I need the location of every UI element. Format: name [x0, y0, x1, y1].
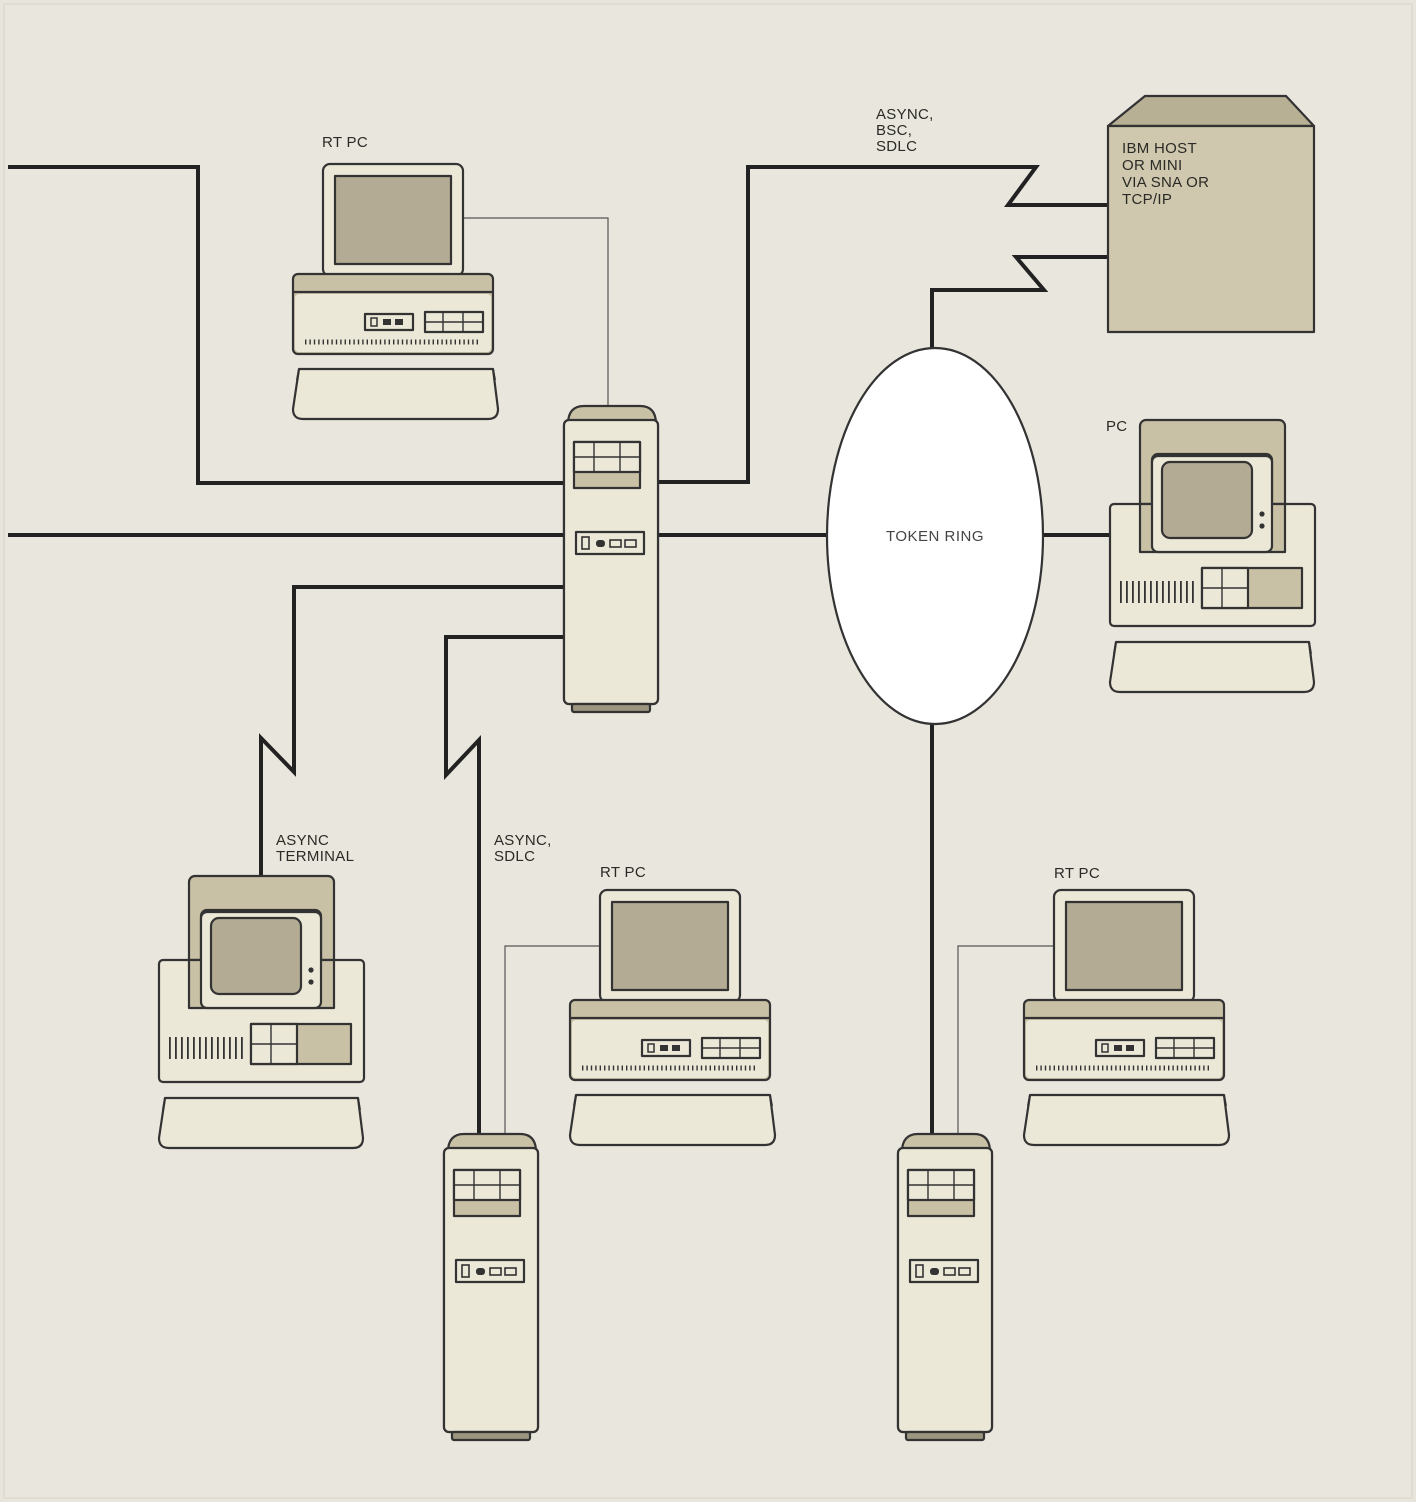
workstation-links [462, 217, 1056, 1136]
async-sdlc-link [444, 635, 564, 1136]
token-ring-label: TOKEN RING [886, 528, 984, 545]
async-sdlc-label: ASYNC, SDLC [494, 832, 556, 865]
async-terminal-label: ASYNC TERMINAL [276, 832, 354, 865]
async-terminal-link [259, 585, 564, 878]
rt-pc-bottom-right-label: RT PC [1054, 865, 1100, 882]
rt-pc-bottom-center-label: RT PC [600, 864, 646, 881]
central-server-tower-icon [562, 404, 660, 714]
bottom-center-tower-icon [442, 1132, 540, 1442]
rt-pc-top-label: RT PC [322, 134, 368, 151]
network-links [8, 165, 1116, 1136]
top-left-link [8, 165, 564, 485]
bottom-right-tower-icon [896, 1132, 994, 1442]
host-label: IBM HOST OR MINI VIA SNA OR TCP/IP [1122, 140, 1214, 208]
token-ring-to-host-link [930, 255, 1108, 350]
rt-pc-bottom-right-link [957, 945, 1056, 1136]
async-terminal-workstation-icon [159, 876, 364, 1148]
token-ring-icon [825, 346, 1045, 726]
server-to-host-async-link [656, 165, 1108, 484]
pc-workstation-icon [1110, 420, 1315, 692]
rt-pc-bottom-center-link [504, 945, 601, 1136]
host-computer-box-icon [1106, 94, 1316, 334]
rt-pc-top-link [462, 217, 609, 410]
async-bsc-sdlc-label: ASYNC, BSC, SDLC [876, 106, 938, 155]
pc-label: PC [1106, 418, 1127, 435]
